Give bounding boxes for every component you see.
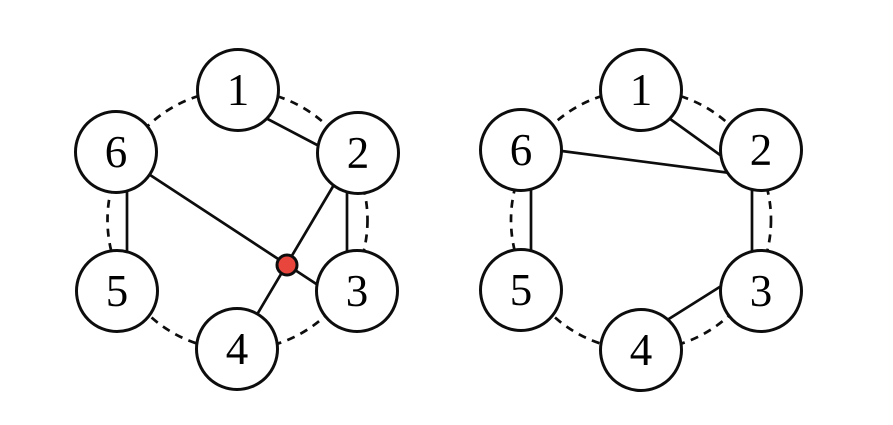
tour-without-crossing-node-circle-6 (479, 108, 563, 192)
tour-without-crossing-node-label-3: 3 (750, 266, 773, 316)
tour-with-crossing-node-label-2: 2 (347, 128, 370, 178)
tour-without-crossing-node-label-2: 2 (750, 125, 773, 175)
tour-without-crossing-node-circle-5 (479, 248, 563, 332)
tour-with-crossing-node-circle-5 (75, 249, 159, 333)
tour-without-crossing-edge-6-2 (552, 148, 740, 176)
tour-with-crossing-node-label-3: 3 (346, 266, 369, 316)
tour-with-crossing-node-label-6: 6 (105, 127, 128, 177)
tour-with-crossing-edge-6-3 (142, 169, 329, 293)
tour-without-crossing-node-circle-4 (599, 308, 683, 392)
tour-without-crossing-node-circle-1 (599, 48, 683, 132)
tour-with-crossing-edge-2-4 (250, 176, 340, 325)
tour-with-crossing-node-label-1: 1 (227, 65, 250, 115)
tour-without-crossing-node-circle-2 (719, 108, 803, 192)
tour-with-crossing-node-circle-6 (74, 110, 158, 194)
tour-without-crossing-edge-4-3 (662, 281, 728, 324)
tour-without-crossing-node-label-6: 6 (510, 125, 533, 175)
tour-without-crossing-node-circle-3 (719, 249, 803, 333)
tour-with-crossing-node-circle-1 (196, 48, 280, 132)
tour-with-crossing-node-circle-2 (316, 111, 400, 195)
tour-without-crossing-node-label-4: 4 (630, 325, 653, 375)
tour-without-crossing-node-label-1: 1 (630, 65, 653, 115)
tour-with-crossing-node-label-5: 5 (106, 266, 129, 316)
tour-without-crossing-node-label-5: 5 (510, 265, 533, 315)
tour-with-crossing-node-circle-4 (195, 307, 279, 391)
tour-with-crossing-node-label-4: 4 (226, 324, 249, 374)
tour-with-crossing-crossing-dot (275, 253, 299, 277)
tour-with-crossing-node-circle-3 (315, 249, 399, 333)
